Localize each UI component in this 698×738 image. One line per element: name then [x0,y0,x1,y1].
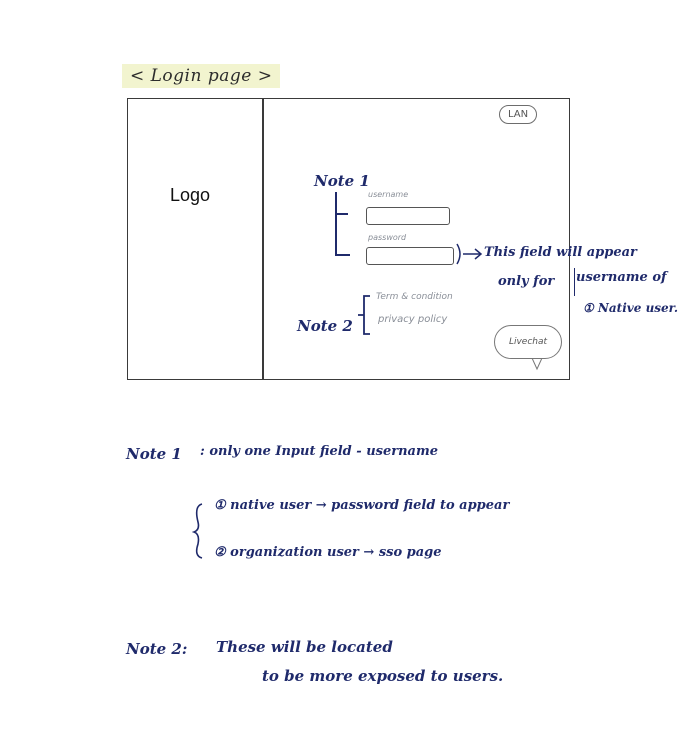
username-label: username [368,190,409,199]
password-input[interactable] [366,247,454,265]
note1-marker: Note 1 [314,172,370,190]
field-appear-note: This field will appear [484,245,637,260]
note2-line2: to be more exposed to users. [262,667,504,685]
note1-items-bracket [192,503,203,559]
note1-item-native: ① native user → password field to appear [214,498,510,513]
password-label: password [368,233,407,242]
note2-line1: These will be located [216,638,393,656]
native-user-note: ① Native user. [583,301,679,315]
login-wireframe-frame [127,98,570,380]
note1-item-org: ② organization user → sso page [214,545,442,560]
note2-title: Note 2: [126,640,188,658]
page-title: < Login page > [122,64,281,88]
username-input[interactable] [366,207,450,225]
note2-marker: Note 2 [297,317,353,335]
chat-bubble-tail [531,358,543,371]
note1-text: : only one Input field - username [200,444,438,459]
note1-bracket [335,192,350,256]
note1-title: Note 1 [126,445,182,463]
live-chat-button[interactable]: Livechat [494,325,562,359]
terms-link[interactable]: Term & condition [376,292,453,302]
arrow-icon [456,243,483,265]
field-appear-note-2: only for [498,274,555,289]
note-divider-line [574,268,576,296]
logo: Logo [170,185,211,205]
note2-bracket [358,295,370,335]
language-button[interactable]: LAN [499,105,537,124]
field-appear-note-3: username of [576,270,667,285]
panel-divider [262,98,264,380]
privacy-link[interactable]: privacy policy [378,314,448,325]
